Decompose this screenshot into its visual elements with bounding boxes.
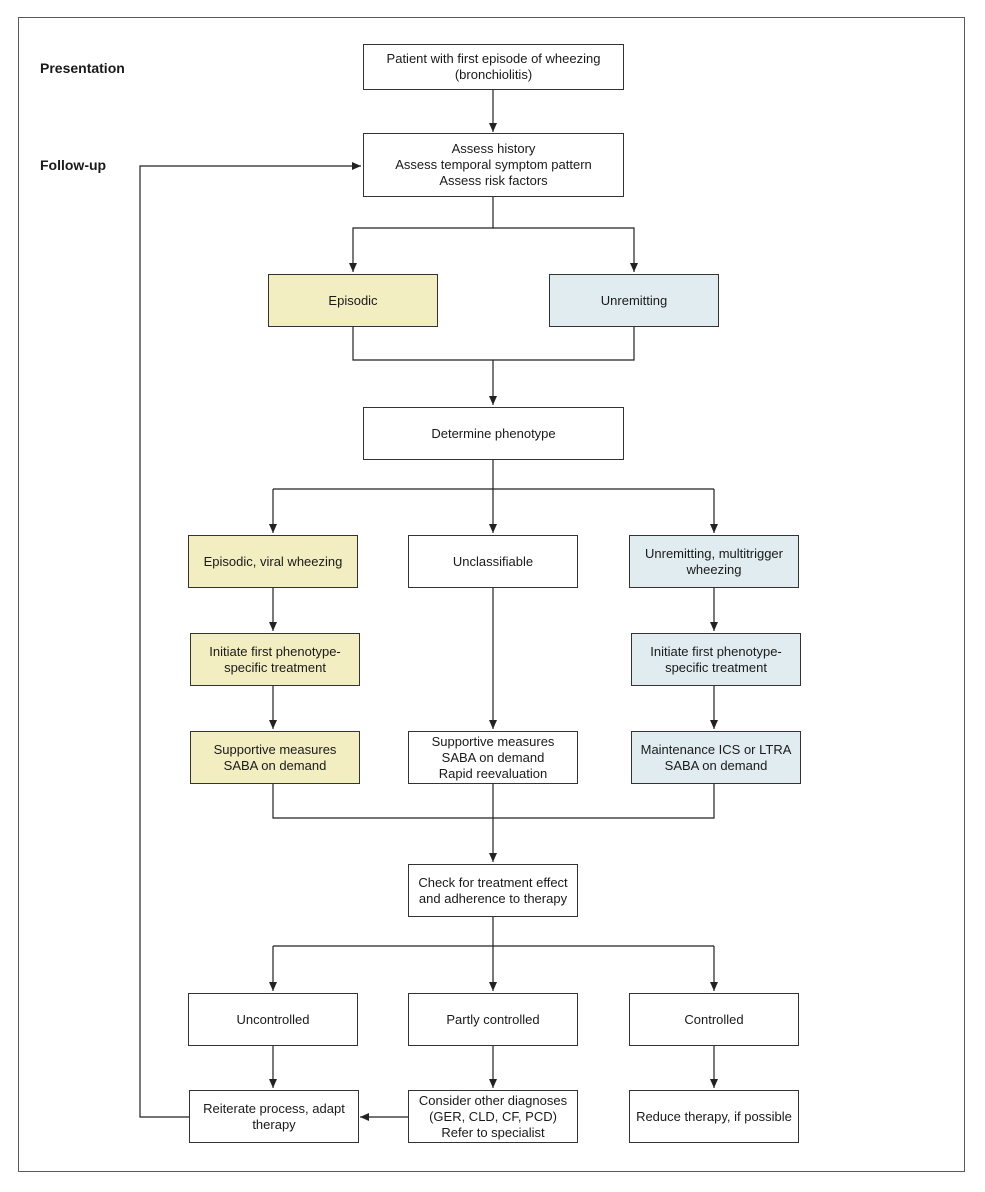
phenotype-box: Determine phenotype [363, 407, 624, 460]
reduce-box: Reduce therapy, if possible [629, 1090, 799, 1143]
maintenance-line-2: SABA on demand [664, 757, 768, 773]
support-left-line-1: Supportive measures [213, 741, 337, 757]
support-mid-box: Supportive measures SABA on demand Rapid… [408, 731, 578, 784]
unclassifiable-box: Unclassifiable [408, 535, 578, 588]
consider-line-1: Consider other diagnoses [418, 1092, 568, 1108]
figure-frame [18, 17, 965, 1172]
start-line-2: (bronchiolitis) [454, 67, 533, 82]
consider-line-3: Refer to specialist [441, 1124, 545, 1140]
assess-line-3: Assess risk factors [439, 173, 548, 188]
uncontrolled-label: Uncontrolled [236, 1011, 310, 1027]
support-left-line-2: SABA on demand [223, 757, 327, 773]
reiterate-line-1: Reiterate process, adapt [203, 1100, 345, 1116]
init-right-line-2: specific treatment [665, 659, 767, 675]
unremitting-box: Unremitting [549, 274, 719, 327]
assess-line-1: Assess history [451, 141, 536, 156]
support-mid-line-1: Supportive measures [431, 733, 555, 749]
support-mid-line-3: Rapid reevaluation [438, 765, 548, 781]
controlled-label: Controlled [684, 1011, 744, 1027]
assess-box: Assess history Assess temporal symptom p… [363, 133, 624, 197]
init-left-line-1: Initiate first phenotype- [209, 643, 341, 659]
line-episodic-merge [352, 327, 635, 361]
reduce-label: Reduce therapy, if possible [636, 1108, 792, 1124]
consider-box: Consider other diagnoses (GER, CLD, CF, … [408, 1090, 578, 1143]
support-left-box: Supportive measures SABA on demand [190, 731, 360, 784]
check-box: Check for treatment effect and adherence… [408, 864, 578, 917]
episodic-box: Episodic [268, 274, 438, 327]
support-mid-line-2: SABA on demand [441, 749, 545, 765]
arrow-assess-unremitting [493, 227, 638, 272]
phenotype-label: Determine phenotype [431, 425, 556, 441]
uncontrolled-box: Uncontrolled [188, 993, 358, 1046]
viral-wheezing-box: Episodic, viral wheezing [188, 535, 358, 588]
start-box: Patient with first episode of wheezing (… [363, 44, 624, 90]
reiterate-line-2: therapy [252, 1116, 296, 1132]
maintenance-line-1: Maintenance ICS or LTRA [640, 741, 792, 757]
init-left-line-2: specific treatment [224, 659, 326, 675]
unremitting-label: Unremitting [600, 292, 668, 308]
unclassifiable-label: Unclassifiable [452, 553, 534, 569]
maintenance-box: Maintenance ICS or LTRA SABA on demand [631, 731, 801, 784]
episodic-label: Episodic [328, 292, 378, 308]
check-line-1: Check for treatment effect [418, 874, 568, 890]
start-line-1: Patient with first episode of wheezing [386, 51, 601, 66]
viral-wheezing-label: Episodic, viral wheezing [203, 553, 343, 569]
multitrigger-box: Unremitting, multitrigger wheezing [629, 535, 799, 588]
assess-line-2: Assess temporal symptom pattern [395, 157, 592, 172]
follow-up-label: Follow-up [40, 157, 107, 173]
check-line-2: and adherence to therapy [418, 890, 568, 906]
reiterate-box: Reiterate process, adapt therapy [189, 1090, 359, 1143]
multitrigger-line-2: wheezing [686, 561, 742, 577]
controlled-box: Controlled [629, 993, 799, 1046]
presentation-label: Presentation [40, 60, 125, 76]
init-left-box: Initiate first phenotype- specific treat… [190, 633, 360, 686]
partly-controlled-box: Partly controlled [408, 993, 578, 1046]
arrow-assess-split [349, 197, 494, 272]
init-right-box: Initiate first phenotype- specific treat… [631, 633, 801, 686]
multitrigger-line-1: Unremitting, multitrigger [645, 545, 783, 561]
partly-controlled-label: Partly controlled [446, 1011, 540, 1027]
consider-line-2: (GER, CLD, CF, PCD) [429, 1108, 557, 1124]
arrow-feedback-loop [139, 162, 361, 1118]
init-right-line-1: Initiate first phenotype- [650, 643, 782, 659]
